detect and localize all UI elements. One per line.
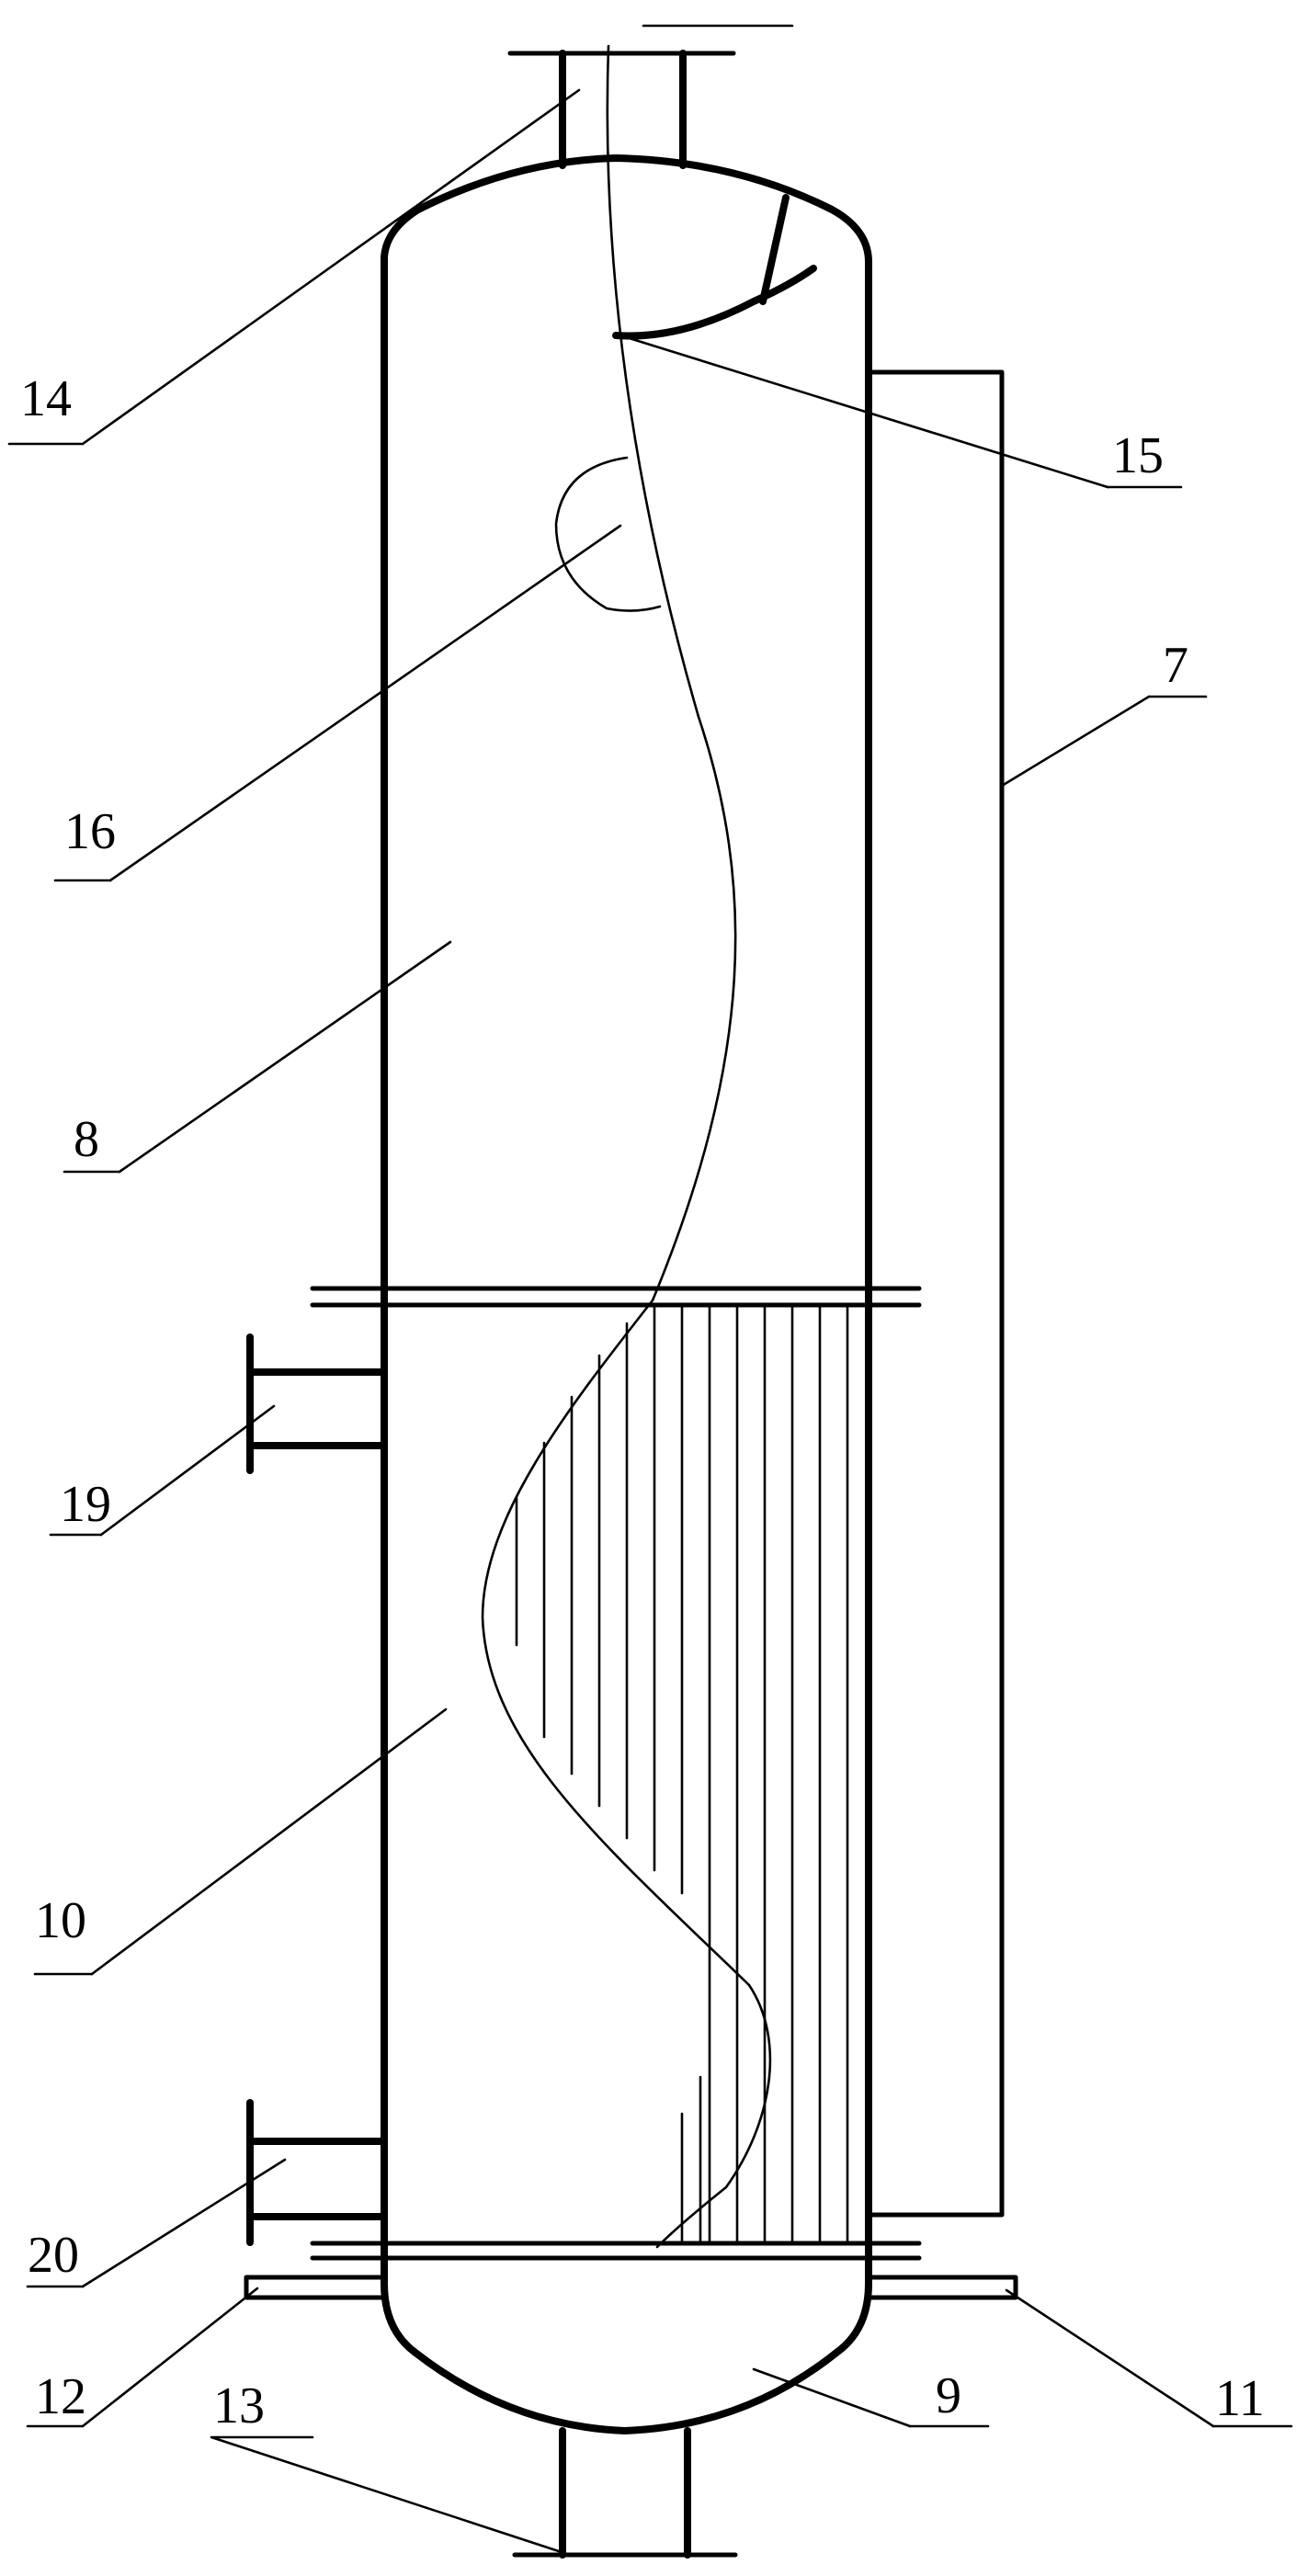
label-16: 16 — [64, 803, 116, 860]
inner-spiral-curve — [481, 44, 772, 2249]
label-10: 10 — [35, 1892, 86, 1949]
leader-8 — [118, 940, 452, 1174]
label-20: 20 — [28, 2227, 79, 2284]
upper-tube-sheet — [310, 1286, 922, 1308]
leader-13 — [210, 2435, 572, 2557]
leader-10 — [90, 1708, 448, 1976]
component-16-circle — [554, 456, 662, 612]
leader-11 — [1005, 2288, 1215, 2428]
lower-tube-sheet — [310, 2241, 922, 2261]
tube-bundle — [515, 1305, 849, 2244]
label-19: 19 — [60, 1476, 111, 1533]
side-stubs — [244, 2275, 1018, 2300]
leader-16 — [108, 524, 622, 882]
label-15: 15 — [1112, 427, 1164, 484]
leader-20 — [81, 2158, 287, 2288]
component-15-deflector — [612, 194, 817, 340]
label-13: 13 — [213, 2377, 265, 2434]
label-8: 8 — [74, 1111, 99, 1168]
nozzle-19 — [246, 1333, 388, 1474]
label-7: 7 — [1163, 637, 1188, 694]
bottom-nozzle — [512, 2427, 738, 2559]
leader-lines — [7, 88, 1293, 2557]
top-head — [381, 154, 872, 266]
leader-15 — [619, 334, 1109, 489]
top-nozzle — [507, 24, 794, 169]
leader-14 — [81, 88, 581, 446]
leader-9 — [752, 2367, 912, 2428]
external-pipe-7 — [866, 369, 1005, 2218]
label-11: 11 — [1215, 2370, 1265, 2427]
label-12: 12 — [35, 2368, 86, 2425]
label-14: 14 — [20, 370, 72, 427]
leader-7 — [1000, 695, 1151, 788]
bottom-head — [381, 2280, 872, 2434]
leader-12 — [81, 2287, 259, 2428]
leader-19 — [99, 1404, 276, 1537]
nozzle-20 — [246, 2099, 388, 2246]
label-9: 9 — [936, 2367, 961, 2424]
